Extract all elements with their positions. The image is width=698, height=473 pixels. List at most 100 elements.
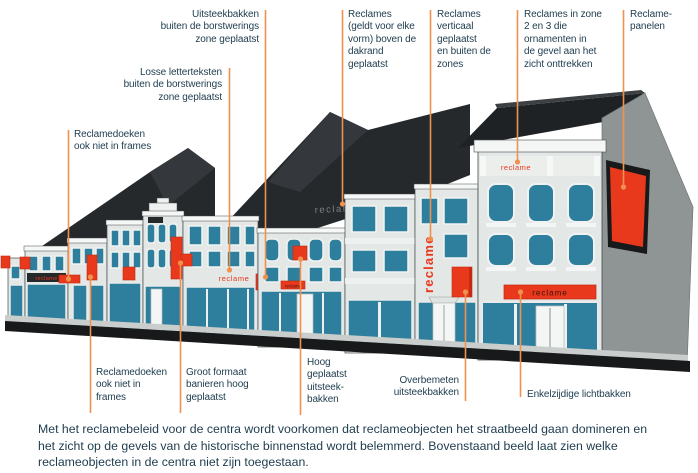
- callout-boven-dakrand: Reclames (geldt voor elke vorm) boven de…: [348, 9, 417, 70]
- dot-hoog-uitsteekbakken: [297, 256, 304, 262]
- frieze-advert-text: reclame: [501, 163, 531, 172]
- window-glass: [328, 266, 343, 283]
- window-glass: [527, 183, 555, 223]
- building-4-ornate: [141, 197, 185, 336]
- shop-sign-text: reclame: [285, 283, 302, 288]
- shop-mullion: [378, 302, 381, 349]
- pilaster: [480, 156, 486, 176]
- callout-uitsteekbakken-borstwering: Uitsteekbakken buiten de borstwerings zo…: [160, 9, 260, 45]
- building-6: reclame: [256, 227, 347, 348]
- callout-overbemeten: Overbemeten uitsteekbakken: [393, 375, 459, 399]
- window-glass: [207, 250, 222, 268]
- window-glass: [351, 205, 377, 233]
- window-sill: [566, 267, 596, 271]
- shop-mullion: [206, 289, 208, 335]
- fascia-sign-dark: [27, 273, 66, 282]
- window-sill: [486, 267, 516, 271]
- window-glass: [121, 229, 131, 247]
- callout-dots: [65, 159, 627, 295]
- cornice: [105, 219, 145, 226]
- window-glass: [121, 251, 131, 269]
- window-glass: [110, 251, 120, 269]
- shop-sign-red: [280, 280, 306, 290]
- dot-zone-2-3-ornamenten: [514, 159, 521, 165]
- loose-letters-text: reclame: [219, 274, 250, 283]
- window-glass: [383, 249, 409, 273]
- dot-overbemeten: [462, 289, 469, 295]
- callout-reclamedoeken-top: Reclamedoeken ook niet in frames: [74, 129, 152, 153]
- dot-uitsteekbakken-borstwering: [262, 274, 269, 280]
- callout-zone-2-3-ornamenten: Reclames in zone 2 en 3 die ornamenten i…: [524, 9, 602, 70]
- red-box-sign-shade: [469, 267, 472, 297]
- building-0: [0, 255, 26, 325]
- shop-mullion: [227, 289, 229, 335]
- window-glass: [157, 223, 167, 244]
- window-glass: [420, 197, 439, 225]
- lightbox-banner-red: [503, 284, 597, 300]
- window-glass: [146, 248, 156, 269]
- pilaster: [594, 156, 600, 176]
- window-glass: [264, 266, 280, 283]
- shop-mullion: [564, 304, 567, 356]
- callout-groot-formaat-banieren: Groot formaat banieren hoog geplaatst: [186, 367, 249, 403]
- window-sill: [526, 223, 556, 227]
- cornice: [66, 237, 109, 244]
- window-glass: [41, 255, 52, 272]
- window-glass: [487, 233, 515, 267]
- dot-boven-dakrand: [339, 201, 346, 207]
- window-glass: [110, 229, 120, 247]
- billboard-panel-red: [610, 167, 646, 247]
- callout-enkelzijdige-lichtbakken: Enkelzijdige lichtbakken: [527, 389, 631, 400]
- window-glass: [443, 233, 469, 259]
- window-glass: [264, 238, 280, 262]
- red-banner-vertical: [86, 254, 98, 281]
- dot-reclame-panelen: [620, 184, 627, 190]
- window-glass: [188, 225, 203, 246]
- window-glass: [207, 225, 222, 246]
- dot-groot-formaat-banieren: [177, 260, 184, 266]
- window-glass: [146, 223, 156, 244]
- window-sill: [566, 223, 596, 227]
- shop-mullion: [322, 293, 324, 343]
- building-1: reclame: [19, 245, 70, 327]
- cornice: [141, 210, 185, 217]
- window-glass: [328, 238, 343, 262]
- window-glass: [286, 266, 302, 283]
- window-glass: [157, 248, 167, 269]
- red-box-sign: [180, 253, 193, 267]
- cornice: [23, 245, 70, 252]
- pilaster: [547, 156, 553, 176]
- window-glass: [567, 183, 595, 223]
- cornice: [473, 139, 607, 153]
- vertical-advert-text: reclame: [421, 235, 436, 293]
- roof-right-gable: [458, 93, 645, 148]
- callout-reclame-panelen: Reclame- panelen: [630, 9, 672, 33]
- floor-band: [345, 238, 415, 244]
- lightbox-banner-text: reclame: [532, 289, 567, 298]
- window-glass: [10, 265, 21, 280]
- red-box-sign: [122, 266, 136, 281]
- dot-reclamedoeken-top: [65, 276, 72, 282]
- window-sill: [526, 267, 556, 271]
- dot-losse-letterteksten: [226, 267, 233, 273]
- building-3: [105, 219, 145, 334]
- window-glass: [244, 250, 256, 268]
- floor-band: [345, 278, 415, 284]
- building-2: [58, 237, 109, 330]
- window-glass: [383, 205, 409, 233]
- callout-losse-letterteksten: Losse letterteksten buiten de borstwerin…: [123, 67, 223, 103]
- roofline-sign-dark-1: [80, 231, 104, 239]
- red-box-sign: [19, 256, 31, 270]
- red-box-sign: [0, 255, 11, 269]
- window-glass: [244, 225, 256, 246]
- building-5: reclame: [180, 215, 271, 342]
- building-7b-vertical-sign: reclame: [413, 183, 480, 356]
- window-glass: [54, 255, 65, 272]
- window-glass: [71, 247, 82, 265]
- door-canopy: [428, 296, 460, 304]
- roof-left-facet: [150, 148, 215, 206]
- street-dark: [5, 321, 690, 372]
- cornice: [413, 183, 480, 190]
- window-glass: [351, 249, 377, 273]
- callout-hoog-uitsteekbakken: Hoog geplaatst uitsteek- bakken: [307, 357, 347, 406]
